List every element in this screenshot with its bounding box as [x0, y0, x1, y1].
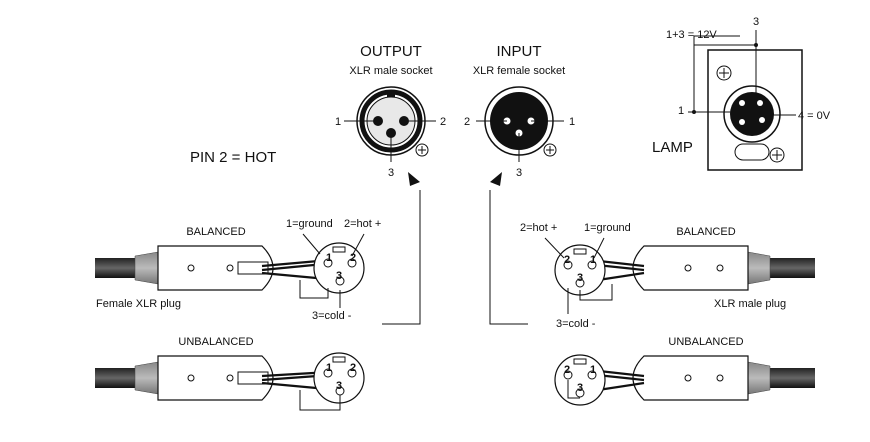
input-subtitle: XLR female socket: [473, 65, 565, 77]
left-u-p3: 3: [336, 380, 342, 392]
left-plug-name: Female XLR plug: [96, 298, 181, 310]
output-title: OUTPUT: [360, 43, 422, 60]
screw-icon: [716, 65, 732, 81]
left-hot-label: 2=hot +: [344, 218, 381, 230]
right-ground-label: 1=ground: [584, 222, 631, 234]
left-plug-balanced: BALANCED 1=ground 2=hot + 3=cold - Femal…: [95, 218, 381, 322]
output-signal-line: [382, 172, 421, 325]
left-u-p1: 1: [326, 362, 332, 374]
input-signal-line: [489, 172, 528, 325]
right-hot-label: 2=hot +: [520, 222, 557, 234]
input-pin1-label: 1: [569, 116, 575, 128]
output-pin1-label: 1: [335, 116, 341, 128]
output-pin3-label: 3: [388, 167, 394, 179]
lamp-12v-label: 1+3 = 12V: [666, 29, 717, 41]
right-plug-unbalanced: UNBALANCED 2 1 3: [554, 336, 815, 406]
left-u-p2: 2: [350, 362, 356, 374]
right-p2: 2: [564, 254, 570, 266]
output-socket: OUTPUT XLR male socket 1 2 3: [335, 43, 446, 179]
right-unbalanced-label: UNBALANCED: [668, 336, 743, 348]
right-cold-label: 3=cold -: [556, 318, 596, 330]
screw-icon: [543, 143, 557, 157]
right-u-p1: 1: [590, 364, 596, 376]
screw-icon: [769, 147, 785, 163]
output-subtitle: XLR male socket: [349, 65, 432, 77]
right-u-p2: 2: [564, 364, 570, 376]
left-unbalanced-label: UNBALANCED: [178, 336, 253, 348]
pin-note: PIN 2 = HOT: [190, 149, 276, 166]
lamp-connector: LAMP 1+3 = 12V 3 1 4 = 0V: [652, 16, 831, 171]
lamp-pin3-label: 3: [753, 16, 759, 28]
right-balanced-label: BALANCED: [676, 226, 735, 238]
left-cold-label: 3=cold -: [312, 310, 352, 322]
lamp-pin4-label: 4 = 0V: [798, 110, 831, 122]
left-ground-label: 1=ground: [286, 218, 333, 230]
left-balanced-label: BALANCED: [186, 226, 245, 238]
right-plug-balanced: 2=hot + 1=ground BALANCED 3=cold - XLR m…: [520, 222, 815, 330]
left-p2: 2: [350, 252, 356, 264]
input-pin3-label: 3: [516, 167, 522, 179]
lamp-label: LAMP: [652, 139, 693, 156]
right-plug-name: XLR male plug: [714, 298, 786, 310]
lamp-pin1-label: 1: [678, 105, 684, 117]
left-plug-unbalanced: UNBALANCED 1 2 3: [95, 336, 365, 411]
input-pin2-label: 2: [464, 116, 470, 128]
left-p1: 1: [326, 252, 332, 264]
input-title: INPUT: [497, 43, 542, 60]
input-socket: INPUT XLR female socket 2 1 3: [464, 43, 575, 179]
output-pin2-label: 2: [440, 116, 446, 128]
right-p3: 3: [577, 272, 583, 284]
right-u-p3: 3: [577, 382, 583, 394]
screw-icon: [415, 143, 429, 157]
right-p1: 1: [590, 254, 596, 266]
left-p3: 3: [336, 270, 342, 282]
